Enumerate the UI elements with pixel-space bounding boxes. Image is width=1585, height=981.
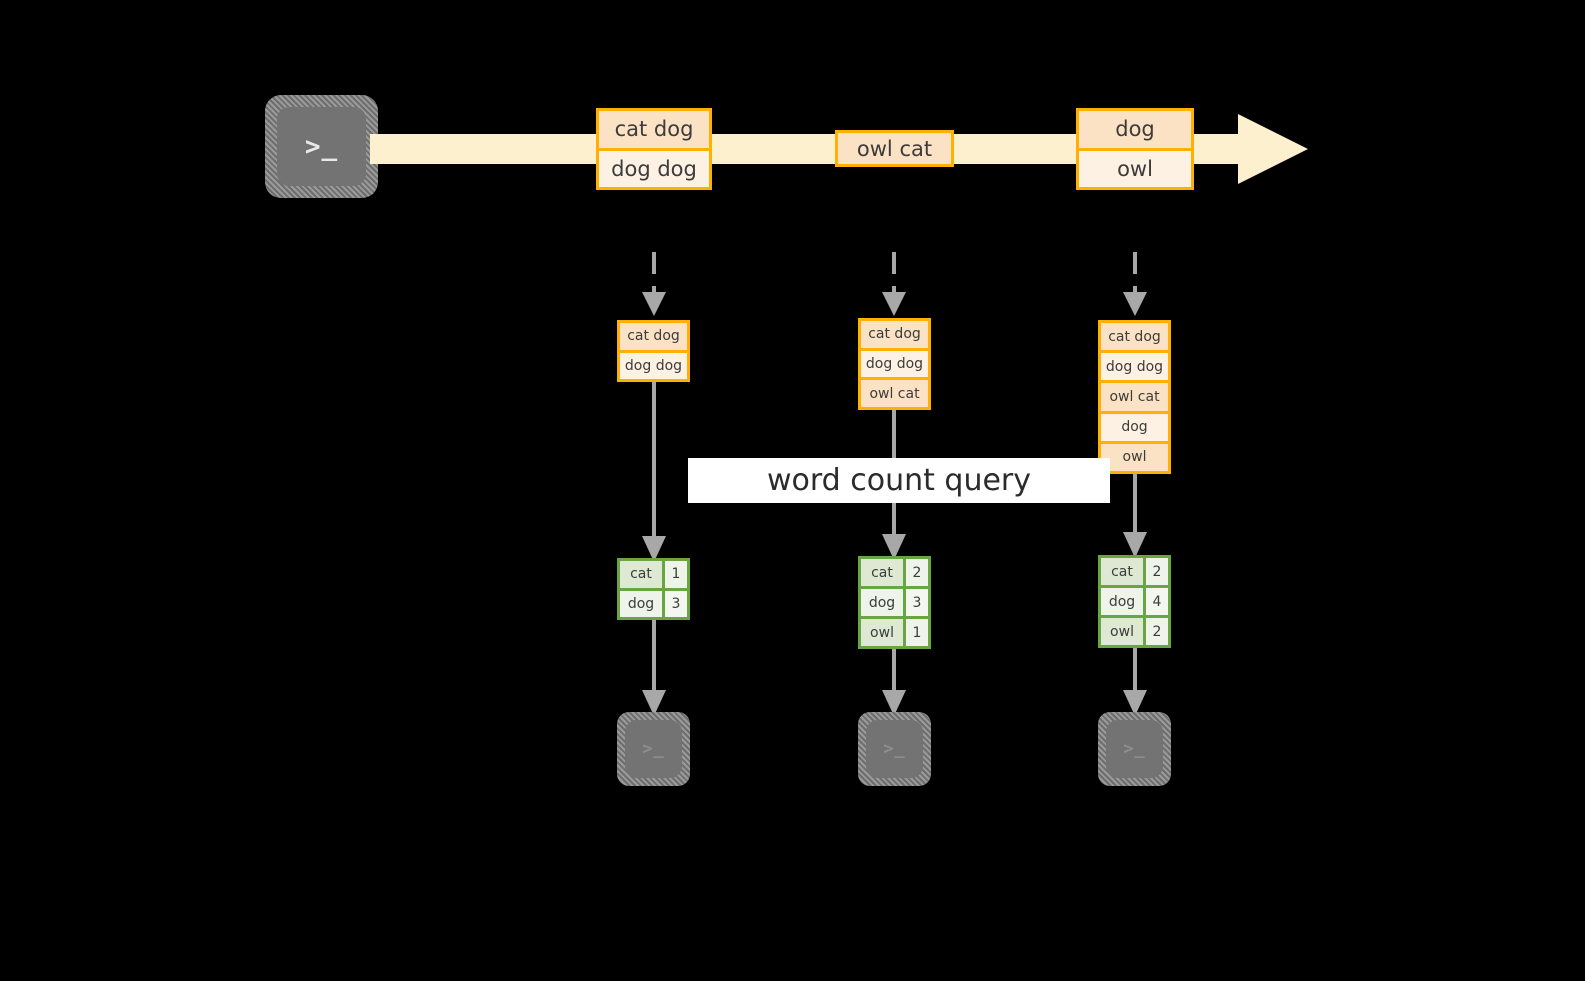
result-row: dog 3 (861, 586, 928, 616)
result-row: dog 4 (1101, 585, 1168, 615)
stream-batch-line: dog dog (599, 147, 709, 187)
accumulated-input-1[interactable]: cat dog dog dog (617, 320, 690, 382)
input-row: cat dog (861, 321, 928, 348)
input-row: owl (1101, 440, 1168, 472)
terminal-prompt-icon: >_ (642, 739, 665, 759)
input-row: dog (1101, 410, 1168, 441)
terminal-source[interactable]: >_ (265, 95, 378, 198)
result-word: cat (861, 559, 903, 586)
result-count: 2 (1143, 558, 1168, 585)
query-connector-3 (1123, 474, 1147, 558)
stream-batch-line: dog (1079, 111, 1191, 148)
result-to-sink-connector-2 (882, 649, 906, 716)
result-row: cat 2 (861, 559, 928, 586)
stream-batch-3[interactable]: dog owl (1076, 108, 1194, 190)
terminal-body (866, 720, 923, 778)
terminal-body (277, 107, 366, 186)
input-row: owl cat (1101, 380, 1168, 411)
result-row: cat 2 (1101, 558, 1168, 585)
result-count: 2 (1143, 618, 1168, 645)
word-count-result-1[interactable]: cat 1 dog 3 (617, 558, 690, 620)
input-row: dog dog (861, 347, 928, 378)
result-row: cat 1 (620, 561, 687, 588)
result-word: cat (1101, 558, 1143, 585)
stream-batch-line: owl (1079, 147, 1191, 187)
result-word: dog (861, 589, 903, 616)
stream-batch-line: owl cat (838, 133, 951, 164)
result-count: 3 (662, 590, 687, 617)
stream-batch-1[interactable]: cat dog dog dog (596, 108, 712, 190)
terminal-prompt-icon: >_ (883, 739, 906, 759)
terminal-body (1106, 720, 1163, 778)
result-count: 2 (903, 559, 928, 586)
accumulated-input-2[interactable]: cat dog dog dog owl cat (858, 318, 931, 410)
stream-batch-line: cat dog (599, 111, 709, 148)
result-to-sink-connector-3 (1123, 648, 1147, 716)
stream-to-batch-connector-3 (1123, 252, 1147, 316)
word-count-result-3[interactable]: cat 2 dog 4 owl 2 (1098, 555, 1171, 648)
result-word: owl (861, 619, 903, 646)
terminal-prompt-icon: >_ (1123, 739, 1146, 759)
result-row: owl 1 (861, 616, 928, 646)
terminal-sink-1[interactable]: >_ (617, 712, 690, 786)
result-word: dog (1101, 588, 1143, 615)
terminal-sink-3[interactable]: >_ (1098, 712, 1171, 786)
input-row: owl cat (861, 377, 928, 408)
input-row: cat dog (1101, 323, 1168, 351)
input-row: cat dog (620, 323, 687, 350)
result-word: dog (620, 590, 662, 617)
result-count: 1 (662, 561, 687, 588)
result-count: 1 (903, 619, 928, 646)
accumulated-input-3[interactable]: cat dog dog dog owl cat dog owl (1098, 320, 1171, 474)
stream-batch-2[interactable]: owl cat (835, 130, 954, 167)
word-count-result-2[interactable]: cat 2 dog 3 owl 1 (858, 556, 931, 649)
query-label: word count query (688, 458, 1110, 503)
result-row: owl 2 (1101, 615, 1168, 645)
stream-to-batch-connector-1 (642, 252, 666, 316)
terminal-sink-2[interactable]: >_ (858, 712, 931, 786)
stream-to-batch-connector-2 (882, 252, 906, 316)
input-row: dog dog (620, 349, 687, 379)
result-to-sink-connector-1 (642, 620, 666, 716)
result-count: 4 (1143, 588, 1168, 615)
query-connector-1 (642, 382, 666, 562)
input-row: dog dog (1101, 350, 1168, 381)
result-word: owl (1101, 618, 1143, 645)
terminal-prompt-icon: >_ (304, 131, 339, 162)
result-count: 3 (903, 589, 928, 616)
terminal-body (625, 720, 682, 778)
result-word: cat (620, 561, 662, 588)
result-row: dog 3 (620, 587, 687, 617)
